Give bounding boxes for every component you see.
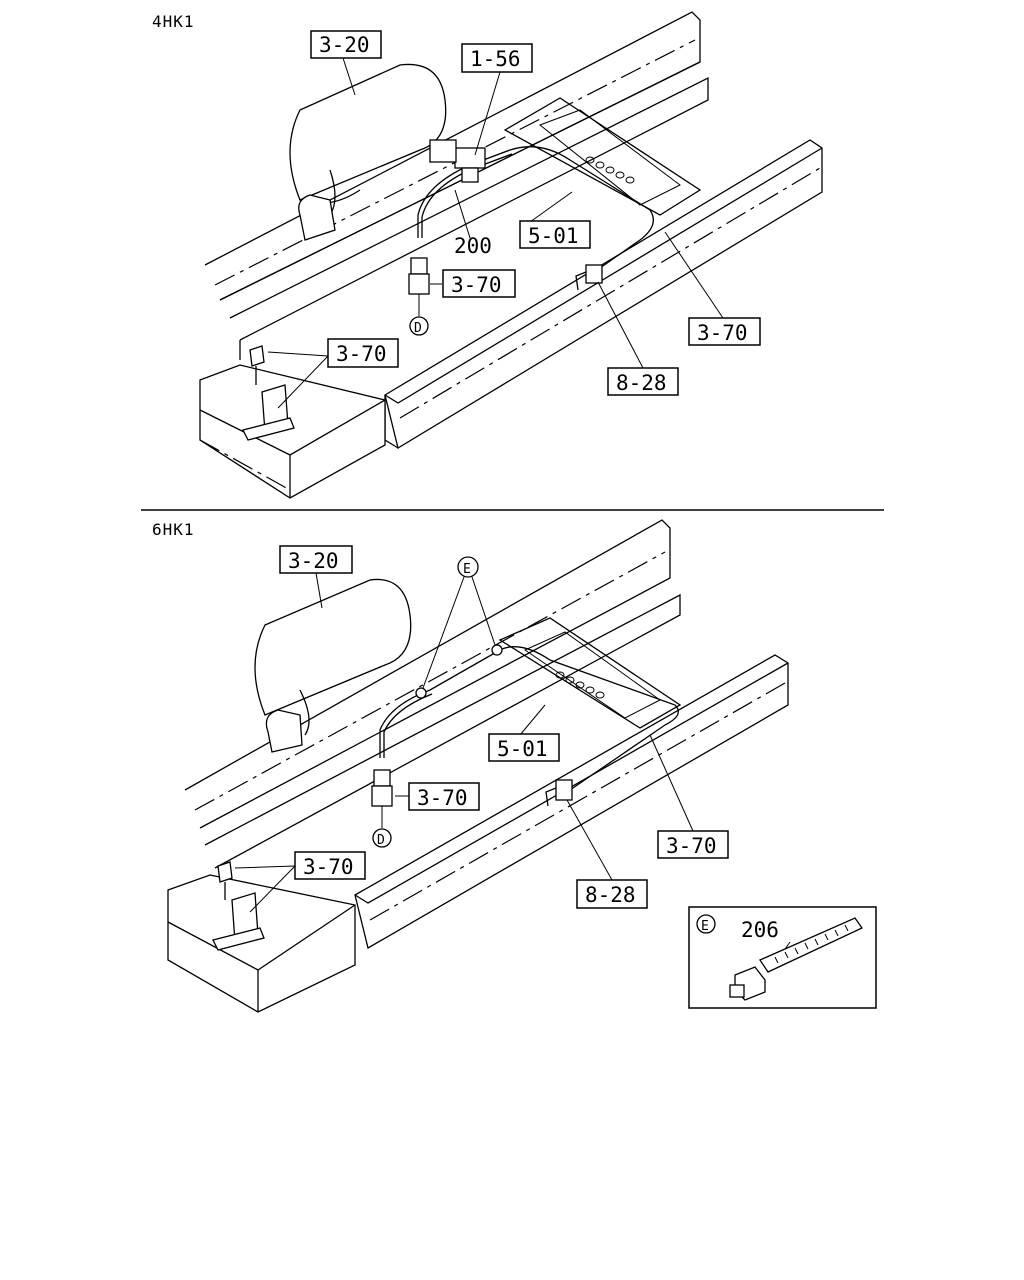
cross-member (503, 97, 702, 216)
label-8-28-top: 8-28 (607, 367, 679, 396)
rear-frame-block-2 (167, 874, 356, 1013)
section-6hk1: 6HK1 (152, 519, 789, 1013)
lower-frame-rail-2 (354, 654, 789, 949)
callout-circle-d (409, 316, 429, 336)
hose-fitting-2: D (371, 769, 393, 848)
svg-text:3-70: 3-70 (417, 786, 468, 810)
svg-text:3-20: 3-20 (319, 33, 370, 57)
valve-assembly (429, 139, 486, 183)
label-3-70-right-top: 3-70 (688, 317, 761, 346)
label-3-70-right-bottom: 3-70 (657, 830, 729, 859)
hose-fitting: D (408, 257, 430, 336)
bolt-bracket (242, 345, 295, 441)
svg-text:3-70: 3-70 (451, 273, 502, 297)
pipe-clip (575, 264, 603, 291)
label-1-56: 1-56 (461, 43, 533, 73)
svg-text:1-56: 1-56 (470, 47, 521, 71)
svg-text:3-70: 3-70 (697, 321, 748, 345)
leader-lines-4hk1 (267, 57, 724, 409)
detail-e-part-no: 206 (741, 918, 779, 942)
rear-frame-block (199, 364, 386, 499)
section-title-6hk1: 6HK1 (152, 520, 195, 539)
leader-lines-6hk1 (234, 572, 694, 913)
fuel-tank-cylinder-2 (254, 578, 412, 753)
detail-e-callout (696, 914, 716, 934)
upper-frame-rail (204, 11, 709, 360)
label-5-01-top: 5-01 (519, 220, 591, 249)
svg-text:E: E (463, 562, 471, 577)
svg-text:D: D (377, 833, 385, 848)
svg-text:3-70: 3-70 (666, 834, 717, 858)
label-5-01-bottom: 5-01 (488, 733, 560, 762)
callout-e: E (422, 556, 496, 689)
bolt-bracket-2 (212, 861, 265, 951)
cross-member-2 (498, 617, 682, 729)
svg-text:8-28: 8-28 (585, 883, 636, 907)
label-200: 200 (454, 234, 492, 258)
svg-text:5-01: 5-01 (497, 737, 548, 761)
fuel-tank-cylinder (289, 63, 447, 241)
label-3-70-bolt-top: 3-70 (327, 338, 399, 368)
label-3-20-bottom: 3-20 (279, 545, 353, 574)
detail-e-panel: E 206 (688, 906, 877, 1009)
label-3-70-mid-bottom: 3-70 (408, 782, 480, 811)
section-4hk1: 4HK1 (152, 11, 823, 499)
label-3-70-bolt-bottom: 3-70 (294, 851, 366, 880)
pipe-clip-2 (545, 779, 573, 807)
svg-text:D: D (414, 321, 422, 336)
label-3-70-mid-top: 3-70 (442, 269, 516, 298)
cable-tie-illustration (729, 917, 863, 1001)
svg-text:3-70: 3-70 (336, 342, 387, 366)
label-3-20-top: 3-20 (310, 30, 382, 59)
svg-text:5-01: 5-01 (528, 224, 579, 248)
svg-text:3-70: 3-70 (303, 855, 354, 879)
upper-frame-rail-2 (184, 519, 681, 869)
fuel-pipe-6hk1 (379, 644, 679, 791)
section-title-4hk1: 4HK1 (152, 12, 195, 31)
label-8-28-bottom: 8-28 (576, 879, 648, 909)
svg-text:E: E (701, 919, 709, 934)
svg-text:3-20: 3-20 (288, 549, 339, 573)
callout-circle-d-2 (372, 828, 392, 848)
svg-text:8-28: 8-28 (616, 371, 667, 395)
